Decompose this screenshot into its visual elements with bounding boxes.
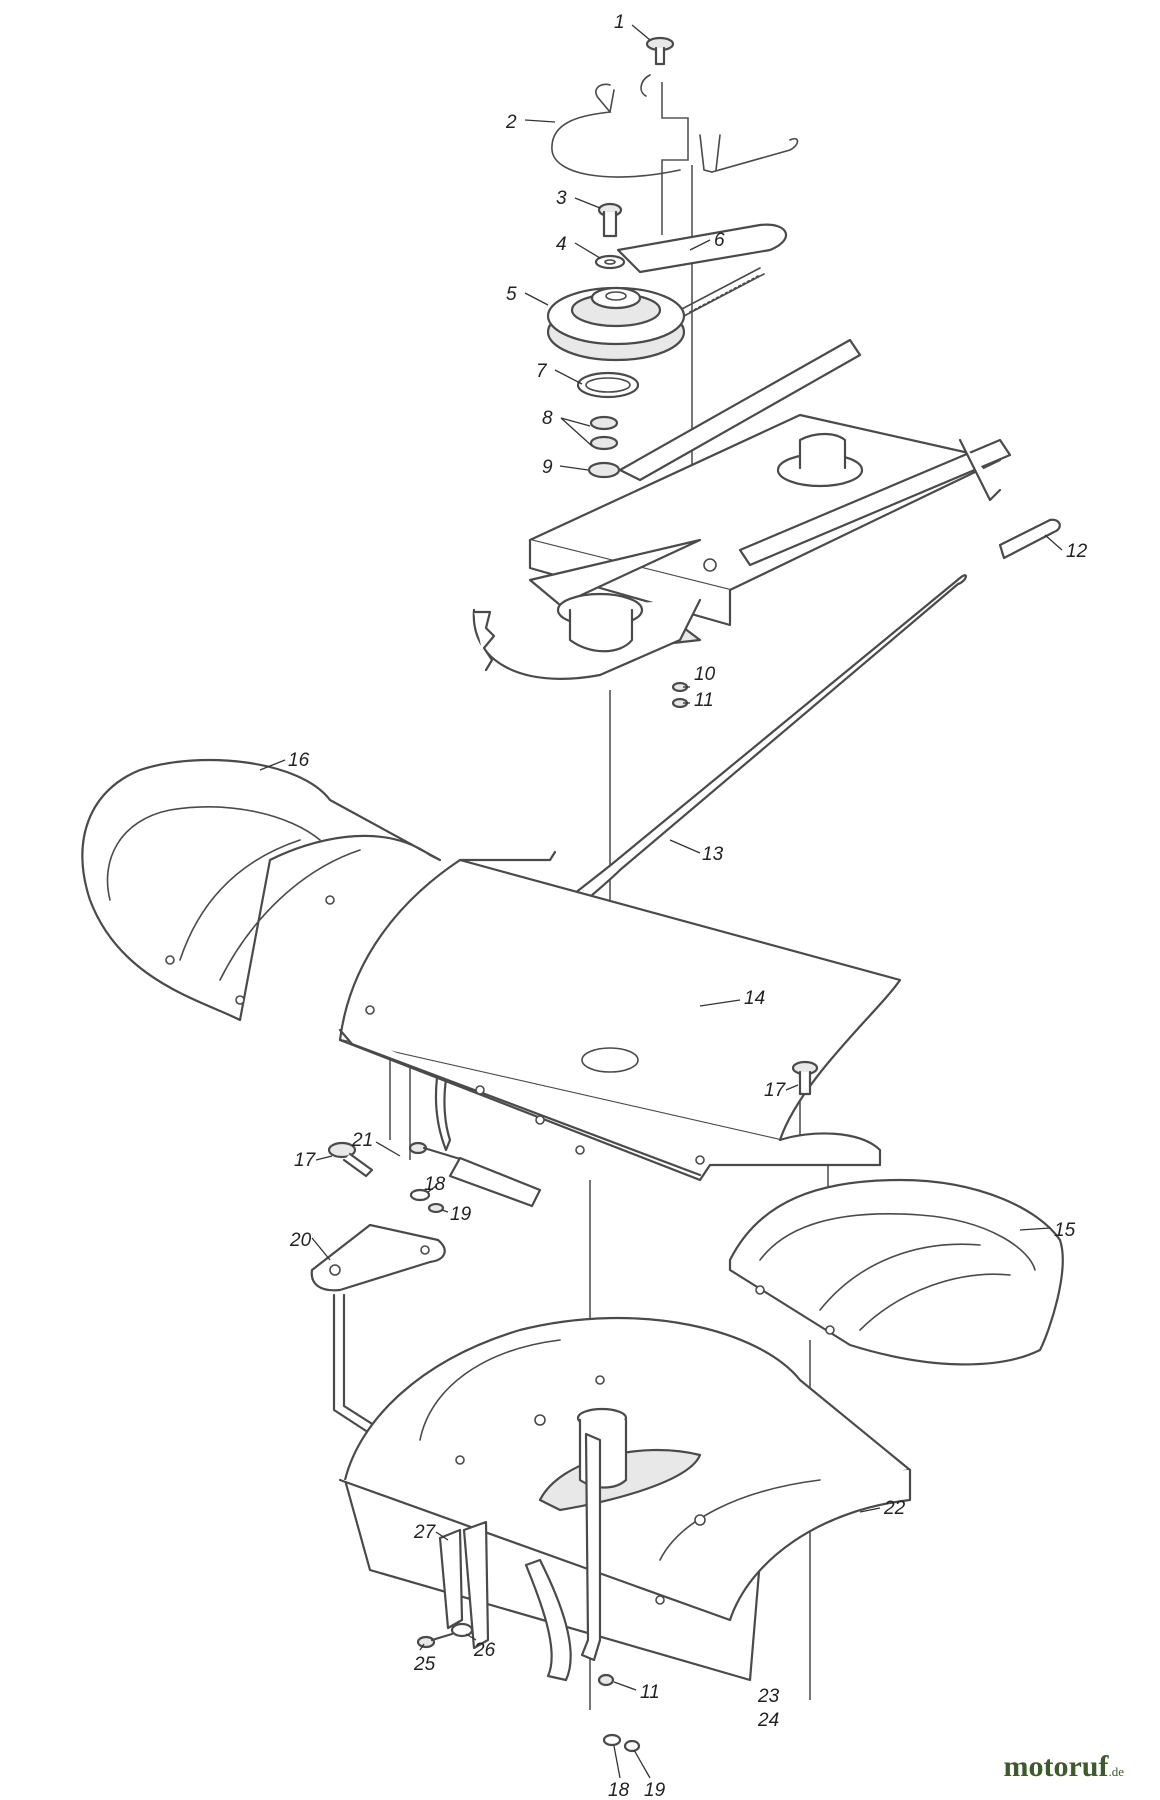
part-screw-17 <box>327 1060 819 1178</box>
part-pulley-5 <box>546 286 686 362</box>
callout-12: 12 <box>1066 541 1088 562</box>
callout-26: 26 <box>473 1640 496 1661</box>
brand-suffix: .de <box>1108 1764 1124 1779</box>
callout-16: 16 <box>288 750 310 771</box>
callout-6: 6 <box>714 230 725 251</box>
part-tines-27 <box>438 1520 490 1650</box>
callout-27: 27 <box>413 1522 437 1543</box>
callout-10: 10 <box>694 664 716 685</box>
part-mounting-frame <box>472 338 1012 680</box>
part-bracket-20 <box>310 1223 446 1442</box>
part-nut-11-lower <box>597 1673 615 1687</box>
part-screw-1 <box>645 36 675 66</box>
part-ring-7 <box>576 371 640 399</box>
callout-18-lower: 18 <box>608 1780 630 1800</box>
callout-3: 3 <box>556 188 567 209</box>
callout-25: 25 <box>413 1654 436 1675</box>
part-washer-18-lower <box>602 1733 622 1747</box>
callout-22: 22 <box>883 1498 906 1519</box>
callout-23: 23 <box>757 1686 780 1707</box>
callout-2: 2 <box>505 112 517 133</box>
part-bearings-8 <box>589 415 619 451</box>
callout-17-top: 17 <box>764 1080 787 1101</box>
callout-18-upper: 18 <box>424 1174 446 1195</box>
part-plate-6 <box>616 223 788 317</box>
callout-11: 11 <box>694 690 714 711</box>
callout-19-lower: 19 <box>644 1780 666 1800</box>
callout-leaders <box>259 24 1063 1779</box>
callout-14: 14 <box>744 988 765 1009</box>
callout-8: 8 <box>542 408 553 429</box>
brand-name: motoruf <box>1003 1750 1109 1783</box>
part-nut-19 <box>427 1202 445 1214</box>
part-washer-18 <box>409 1188 431 1202</box>
part-grip-12 <box>998 518 1061 560</box>
callout-1: 1 <box>614 12 625 33</box>
part-bushing-9 <box>587 461 621 479</box>
callout-17-left: 17 <box>294 1150 317 1171</box>
callout-21: 21 <box>351 1130 373 1151</box>
callout-24: 24 <box>757 1710 779 1731</box>
part-drum-cover-22 <box>338 1316 912 1682</box>
part-lower-rod-23 <box>524 1432 602 1682</box>
part-bolt-21 <box>408 1141 542 1208</box>
callout-11-lower: 11 <box>640 1682 660 1703</box>
callout-20: 20 <box>289 1230 312 1251</box>
callout-labels: 1 2 3 4 5 6 7 8 9 10 11 12 13 14 15 16 1… <box>288 12 1088 1800</box>
brand-watermark: motoruf.de <box>1003 1750 1124 1784</box>
callout-15: 15 <box>1054 1220 1076 1241</box>
part-washer-4 <box>594 254 626 270</box>
callout-19-upper: 19 <box>450 1204 472 1225</box>
callout-5: 5 <box>506 284 517 305</box>
part-bolt-25 <box>416 1632 454 1649</box>
part-side-shield-16 <box>81 758 442 1022</box>
part-wire-spring-2 <box>551 74 799 178</box>
callout-9: 9 <box>542 457 553 478</box>
part-nut-19-lower <box>623 1739 641 1753</box>
part-bolt-3 <box>597 202 623 238</box>
callout-4: 4 <box>556 234 567 255</box>
callout-13: 13 <box>702 844 724 865</box>
part-center-shield-14 <box>338 850 902 1182</box>
callout-7: 7 <box>536 361 548 382</box>
part-side-shield-15 <box>728 1178 1064 1366</box>
part-washer-26 <box>450 1622 474 1638</box>
